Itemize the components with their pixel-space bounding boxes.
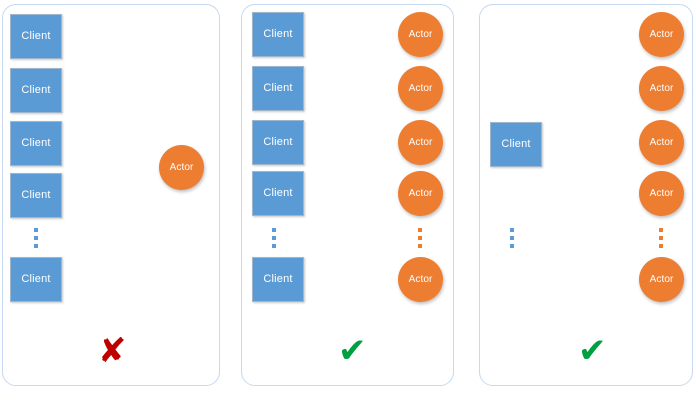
actor-ellipsis-icon [418, 228, 423, 248]
actor-circle[interactable]: Actor [639, 171, 684, 216]
actor-circle[interactable]: Actor [398, 12, 443, 57]
actor-circle[interactable]: Actor [639, 12, 684, 57]
client-box[interactable]: Client [10, 68, 62, 113]
client-box[interactable]: Client [10, 257, 62, 302]
cross-mark-icon: ✘ [98, 331, 127, 371]
actor-circle[interactable]: Actor [639, 257, 684, 302]
actor-circle[interactable]: Actor [398, 171, 443, 216]
client-box[interactable]: Client [10, 173, 62, 218]
client-box[interactable]: Client [252, 12, 304, 57]
actor-circle[interactable]: Actor [159, 145, 204, 190]
actor-circle[interactable]: Actor [639, 66, 684, 111]
client-box[interactable]: Client [490, 122, 542, 167]
actor-circle[interactable]: Actor [398, 120, 443, 165]
actor-ellipsis-icon [659, 228, 664, 248]
check-mark-icon: ✔ [578, 331, 607, 371]
client-box[interactable]: Client [252, 66, 304, 111]
client-ellipsis-icon [272, 228, 277, 248]
check-mark-icon: ✔ [338, 331, 367, 371]
actor-circle[interactable]: Actor [639, 120, 684, 165]
client-ellipsis-icon [34, 228, 39, 248]
client-box[interactable]: Client [252, 120, 304, 165]
client-box[interactable]: Client [10, 121, 62, 166]
actor-circle[interactable]: Actor [398, 66, 443, 111]
actor-circle[interactable]: Actor [398, 257, 443, 302]
client-box[interactable]: Client [252, 171, 304, 216]
client-box[interactable]: Client [252, 257, 304, 302]
client-box[interactable]: Client [10, 14, 62, 59]
client-ellipsis-icon [510, 228, 515, 248]
